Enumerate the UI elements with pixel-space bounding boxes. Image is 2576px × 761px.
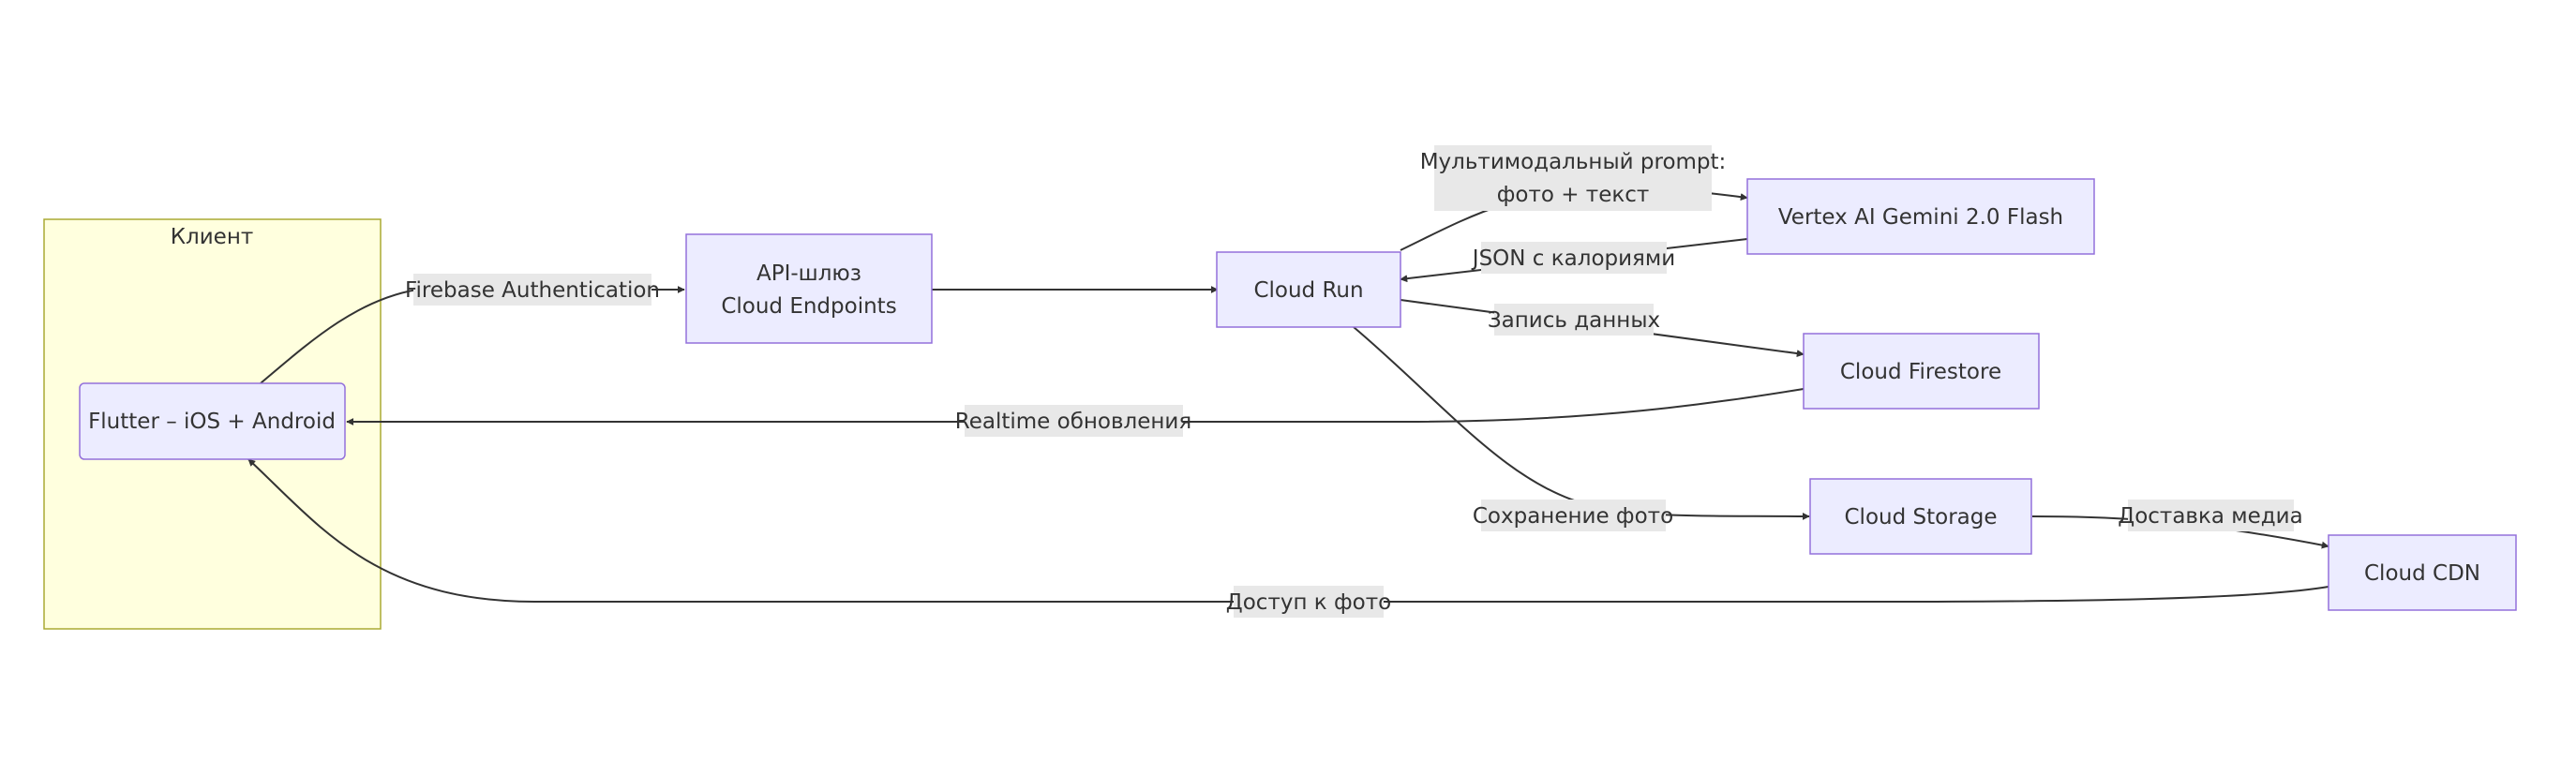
edge-label-save-photo: Сохранение фото <box>1473 500 1673 531</box>
edge-label-prompt-line2: фото + текст <box>1497 183 1650 207</box>
edge-label-auth-text: Firebase Authentication <box>405 278 660 303</box>
node-api-gateway[interactable]: API-шлюз Cloud Endpoints <box>685 233 933 344</box>
edge-label-realtime-text: Realtime обновления <box>955 410 1191 434</box>
node-cloud-run[interactable]: Cloud Run <box>1216 251 1401 328</box>
edge-label-save-photo-text: Сохранение фото <box>1473 504 1673 529</box>
client-cluster-label: Клиент <box>171 225 254 249</box>
node-flutter-label: Flutter – iOS + Android <box>88 410 336 434</box>
edge-label-json-text: JSON с калориями <box>1471 246 1675 271</box>
node-cloud-firestore[interactable]: Cloud Firestore <box>1803 333 2040 410</box>
edge-label-photo-access: Доступ к фото <box>1226 586 1391 618</box>
edge-label-write: Запись данных <box>1488 304 1660 336</box>
edge-label-prompt-line1: Мультимодальный prompt: <box>1420 150 1727 174</box>
node-flutter[interactable]: Flutter – iOS + Android <box>79 382 346 460</box>
edge-cdn-to-flutter <box>247 458 2329 603</box>
edge-label-json: JSON с калориями <box>1471 242 1675 274</box>
node-cloud-storage[interactable]: Cloud Storage <box>1809 478 2032 555</box>
edge-label-media: Доставка медиа <box>2118 500 2303 531</box>
node-cloud-run-label: Cloud Run <box>1253 278 1363 303</box>
node-vertex-ai[interactable]: Vertex AI Gemini 2.0 Flash <box>1746 178 2095 255</box>
node-vertex-ai-label: Vertex AI Gemini 2.0 Flash <box>1778 205 2063 230</box>
edge-label-auth: Firebase Authentication <box>405 274 660 306</box>
node-cloud-storage-label: Cloud Storage <box>1845 505 1998 530</box>
node-api-gateway-label-line1: API-шлюз <box>756 261 861 286</box>
node-cloud-cdn-label: Cloud CDN <box>2364 561 2480 586</box>
node-cloud-cdn[interactable]: Cloud CDN <box>2328 534 2517 611</box>
node-cloud-firestore-label: Cloud Firestore <box>1840 360 2001 384</box>
edge-label-photo-access-text: Доступ к фото <box>1226 590 1391 615</box>
edge-label-realtime: Realtime обновления <box>955 405 1191 437</box>
edge-label-media-text: Доставка медиа <box>2118 504 2302 529</box>
edge-flutter-to-gateway <box>260 286 685 384</box>
edge-label-prompt: Мультимодальный prompt: фото + текст <box>1420 145 1727 211</box>
edge-label-write-text: Запись данных <box>1488 308 1660 333</box>
node-api-gateway-label-line2: Cloud Endpoints <box>721 294 896 319</box>
